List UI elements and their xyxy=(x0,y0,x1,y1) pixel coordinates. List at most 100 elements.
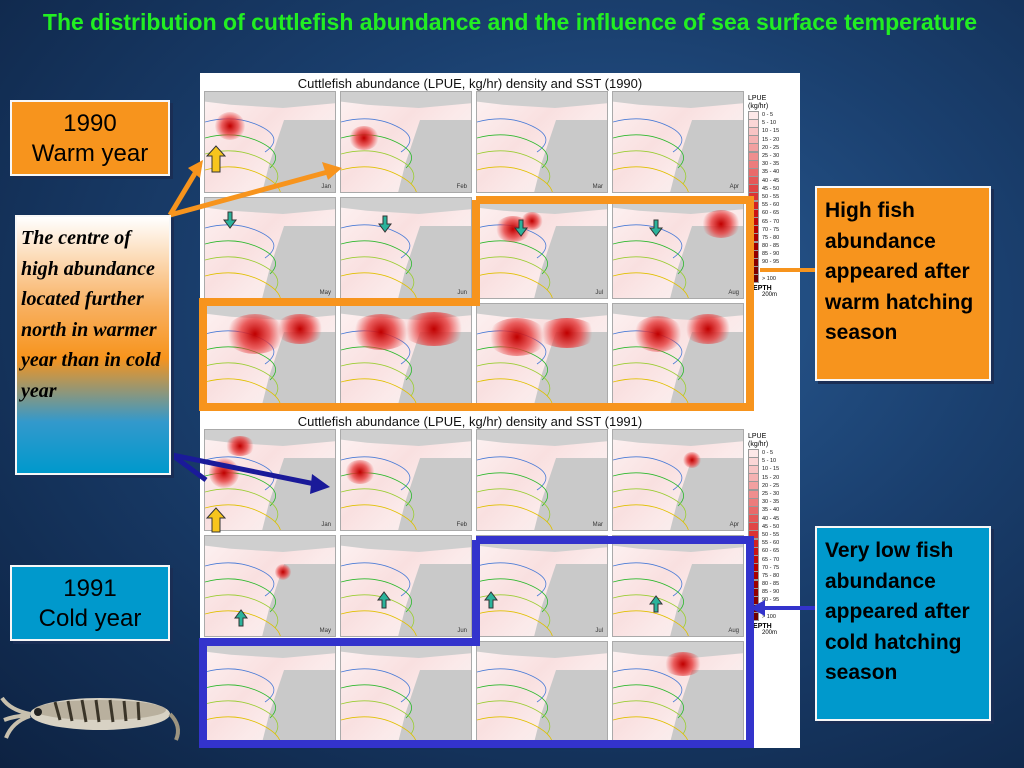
sst-contour-line xyxy=(613,610,689,636)
sst-contour-line xyxy=(613,716,689,742)
sst-contour-line xyxy=(341,488,415,523)
sst-map: Jan xyxy=(204,429,336,531)
sst-contour-line xyxy=(477,488,551,523)
sst-contour-line xyxy=(477,272,553,298)
sst-map: Aug xyxy=(612,535,744,637)
legend-label: 60 - 65 xyxy=(762,210,780,217)
legend-item: > 100 xyxy=(748,612,798,622)
sst-contour-line xyxy=(477,166,553,192)
warm-year-box: 1990 Warm year xyxy=(10,100,170,176)
abundance-blob xyxy=(275,564,291,580)
sst-map: Jan xyxy=(204,91,336,193)
legend-label: 30 - 35 xyxy=(762,161,780,168)
month-label: Jun xyxy=(457,628,467,634)
sst-contour-line xyxy=(613,134,685,169)
sst-contour-line xyxy=(205,488,279,523)
sst-contour-line xyxy=(205,610,281,636)
sst-contours xyxy=(477,224,553,298)
sst-contour-line xyxy=(341,150,415,185)
slide-title: The distribution of cuttlefish abundance… xyxy=(42,9,978,35)
sst-contour-line xyxy=(341,504,417,530)
sst-map xyxy=(340,303,472,405)
sst-map xyxy=(340,641,472,743)
sst-contours xyxy=(613,456,689,530)
legend-label: 70 - 75 xyxy=(762,564,780,571)
cold-year-box: 1991 Cold year xyxy=(10,565,170,641)
legend-label: 50 - 55 xyxy=(762,193,780,200)
legend-label: 20 - 25 xyxy=(762,482,780,489)
sst-contour-line xyxy=(613,166,689,192)
sst-map: Jun xyxy=(340,197,472,299)
sst-contour-line xyxy=(341,166,417,192)
land-mass xyxy=(477,92,607,108)
legend-label: 10 - 15 xyxy=(762,466,780,473)
legend-label: 55 - 60 xyxy=(762,202,780,209)
sst-contour-line xyxy=(613,504,689,530)
legend-label: > 100 xyxy=(762,613,776,620)
sst-contour-line xyxy=(613,118,683,153)
sst-contour-line xyxy=(205,504,281,530)
abundance-blob xyxy=(349,126,379,150)
panel-1991: Cuttlefish abundance (LPUE, kg/hr) densi… xyxy=(200,411,800,749)
sst-contour-line xyxy=(205,166,281,192)
legend-depth-label: DEPTH xyxy=(748,622,772,630)
sst-map: May xyxy=(204,197,336,299)
legend-label: > 100 xyxy=(762,275,776,282)
sst-map xyxy=(612,641,744,743)
sst-contours xyxy=(477,330,553,404)
sst-contours xyxy=(205,224,281,298)
sst-contour-line xyxy=(341,716,417,742)
legend-label: 10 - 15 xyxy=(762,128,780,135)
month-label: Aug xyxy=(728,290,739,296)
sst-contour-line xyxy=(205,378,281,404)
sst-contours xyxy=(205,562,281,636)
legend-swatch xyxy=(748,612,759,622)
abundance-blob xyxy=(633,316,683,352)
legend-label: 35 - 40 xyxy=(762,507,780,514)
month-label: May xyxy=(319,628,331,634)
sst-map xyxy=(204,303,336,405)
sst-contour-line xyxy=(477,134,549,169)
abundance-blob xyxy=(215,112,245,140)
sst-contours xyxy=(341,562,417,636)
sst-map xyxy=(612,303,744,405)
sst-contour-line xyxy=(477,610,553,636)
legend-label: 15 - 20 xyxy=(762,136,780,143)
cuttlefish-figure: Cuttlefish abundance (LPUE, kg/hr) densi… xyxy=(200,73,800,748)
abundance-blob xyxy=(401,312,467,346)
sst-contour-line xyxy=(613,378,689,404)
legend-label: 20 - 25 xyxy=(762,144,780,151)
land-mass xyxy=(341,92,471,108)
legend-header: LPUE xyxy=(748,433,767,440)
sst-contour-line xyxy=(477,378,553,404)
low-abundance-callout: Very low fish abundance appeared after c… xyxy=(815,526,991,721)
legend-header: LPUE xyxy=(748,95,767,102)
abundance-blob xyxy=(683,452,701,468)
sst-contours xyxy=(477,668,553,742)
sst-contour-line xyxy=(341,610,417,636)
month-label: Feb xyxy=(456,522,467,528)
legend-label: 75 - 80 xyxy=(762,572,780,579)
sst-contour-line xyxy=(341,456,411,491)
legend-label: 95 - 100 xyxy=(762,605,783,612)
legend-label: 65 - 70 xyxy=(762,556,780,563)
abundance-blob xyxy=(521,212,543,230)
month-label: Feb xyxy=(456,184,467,190)
panel-title-1990: Cuttlefish abundance (LPUE, kg/hr) densi… xyxy=(297,76,643,91)
sst-contour-line xyxy=(477,504,553,530)
sst-map: Feb xyxy=(340,429,472,531)
sst-contour-line xyxy=(477,472,549,507)
sst-map: Feb xyxy=(340,91,472,193)
sst-contour-line xyxy=(477,118,547,153)
sst-contour-line xyxy=(341,118,411,153)
abundance-blob xyxy=(683,314,733,344)
legend-label: 70 - 75 xyxy=(762,226,780,233)
cuttlefish-image xyxy=(0,696,180,741)
sst-contour-line xyxy=(205,716,281,742)
legend-swatch xyxy=(748,274,759,284)
legend-label: 90 - 95 xyxy=(762,597,780,604)
sst-contours xyxy=(477,118,553,192)
sst-contours xyxy=(477,562,553,636)
sst-contour-line xyxy=(341,272,417,298)
legend-label: 85 - 90 xyxy=(762,589,780,596)
